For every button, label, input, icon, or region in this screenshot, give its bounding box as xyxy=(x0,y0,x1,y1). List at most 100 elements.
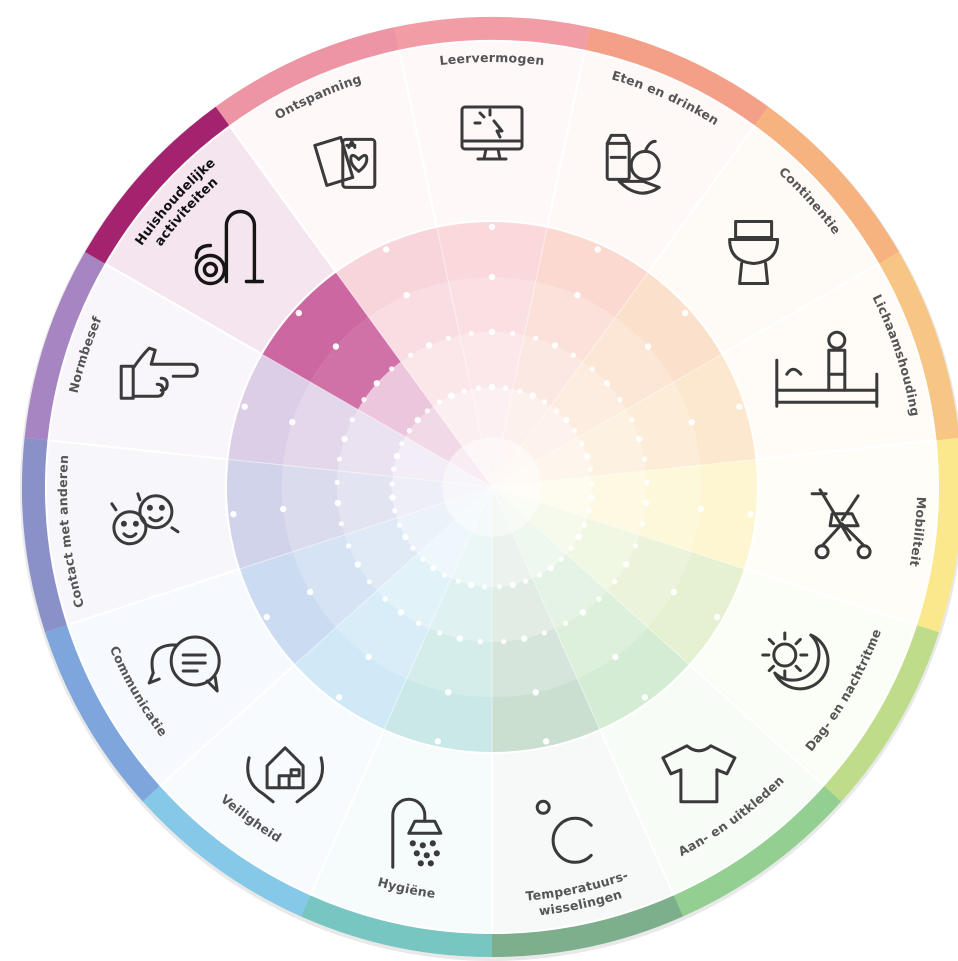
score-dot[interactable] xyxy=(280,505,287,513)
score-dot[interactable] xyxy=(410,545,416,551)
score-dot[interactable] xyxy=(575,533,582,541)
score-dot[interactable] xyxy=(425,342,433,349)
score-dot[interactable] xyxy=(336,456,343,462)
score-dot[interactable] xyxy=(468,330,474,336)
score-dot[interactable] xyxy=(488,328,496,336)
score-dot[interactable] xyxy=(541,399,548,405)
score-dot[interactable] xyxy=(383,246,390,253)
score-dot[interactable] xyxy=(488,223,496,231)
score-dot[interactable] xyxy=(572,428,578,434)
score-dot[interactable] xyxy=(414,416,421,424)
score-dot[interactable] xyxy=(382,596,388,602)
score-dot[interactable] xyxy=(399,441,405,447)
score-dot[interactable] xyxy=(636,435,643,443)
score-dot[interactable] xyxy=(604,380,611,387)
score-dot[interactable] xyxy=(612,653,619,661)
score-dot[interactable] xyxy=(629,417,635,423)
score-dot[interactable] xyxy=(594,246,601,253)
score-dot[interactable] xyxy=(533,335,539,341)
score-dot[interactable] xyxy=(397,609,405,616)
score-dot[interactable] xyxy=(558,556,564,562)
score-dot[interactable] xyxy=(523,578,529,584)
score-dot[interactable] xyxy=(581,522,588,528)
score-dot[interactable] xyxy=(670,588,678,596)
score-dot[interactable] xyxy=(688,418,695,426)
score-dot[interactable] xyxy=(476,385,482,391)
score-dot[interactable] xyxy=(415,620,422,627)
score-dot[interactable] xyxy=(623,561,630,568)
score-dot[interactable] xyxy=(477,639,483,645)
score-dot[interactable] xyxy=(529,392,536,399)
score-dot[interactable] xyxy=(570,352,577,358)
score-dot[interactable] xyxy=(589,481,595,487)
score-dot[interactable] xyxy=(532,689,539,696)
score-dot[interactable] xyxy=(230,511,237,518)
score-dot[interactable] xyxy=(579,609,587,616)
score-dot[interactable] xyxy=(510,330,516,336)
score-dot[interactable] xyxy=(496,584,503,590)
score-dot[interactable] xyxy=(640,521,646,527)
score-dot[interactable] xyxy=(563,416,570,424)
score-dot[interactable] xyxy=(346,543,352,549)
score-dot[interactable] xyxy=(391,466,397,472)
score-dot[interactable] xyxy=(455,578,461,584)
score-dot[interactable] xyxy=(632,543,639,549)
score-dot[interactable] xyxy=(393,452,401,460)
score-dot[interactable] xyxy=(334,500,341,507)
score-dot[interactable] xyxy=(334,479,340,486)
score-dot[interactable] xyxy=(542,738,550,745)
score-dot[interactable] xyxy=(587,466,594,472)
score-dot[interactable] xyxy=(583,452,591,460)
score-dot[interactable] xyxy=(547,564,554,572)
score-dot[interactable] xyxy=(241,403,248,410)
score-dot[interactable] xyxy=(420,556,426,562)
score-dot[interactable] xyxy=(468,581,475,588)
score-dot[interactable] xyxy=(562,620,569,627)
score-dot[interactable] xyxy=(517,388,523,394)
score-dot[interactable] xyxy=(338,521,344,527)
score-dot[interactable] xyxy=(586,508,592,514)
score-dot[interactable] xyxy=(354,561,361,568)
score-dot[interactable] xyxy=(389,366,395,372)
score-dot[interactable] xyxy=(332,343,340,350)
score-dot[interactable] xyxy=(502,385,508,391)
score-dot[interactable] xyxy=(747,511,754,518)
score-dot[interactable] xyxy=(389,481,395,487)
score-dot[interactable] xyxy=(481,584,488,590)
score-dot[interactable] xyxy=(579,441,585,447)
score-dot[interactable] xyxy=(396,522,403,528)
score-dot[interactable] xyxy=(392,508,398,514)
score-dot[interactable] xyxy=(641,456,648,462)
score-dot[interactable] xyxy=(574,292,581,299)
score-dot[interactable] xyxy=(644,479,650,486)
score-dot[interactable] xyxy=(445,335,451,341)
score-dot[interactable] xyxy=(488,273,496,281)
score-dot[interactable] xyxy=(263,613,270,621)
score-dot[interactable] xyxy=(402,533,409,541)
score-dot[interactable] xyxy=(612,579,618,585)
score-dot[interactable] xyxy=(306,588,314,596)
score-dot[interactable] xyxy=(461,388,467,394)
score-dot[interactable] xyxy=(445,689,452,696)
score-dot[interactable] xyxy=(643,500,650,507)
score-dot[interactable] xyxy=(289,418,296,426)
score-dot[interactable] xyxy=(434,738,442,745)
score-dot[interactable] xyxy=(436,399,443,405)
score-dot[interactable] xyxy=(437,630,443,636)
score-dot[interactable] xyxy=(406,428,412,434)
score-dot[interactable] xyxy=(554,408,560,414)
score-dot[interactable] xyxy=(365,653,372,661)
score-dot[interactable] xyxy=(501,639,507,645)
score-dot[interactable] xyxy=(551,342,559,349)
score-dot[interactable] xyxy=(541,630,547,636)
score-dot[interactable] xyxy=(389,494,396,501)
score-dot[interactable] xyxy=(430,564,437,572)
score-dot[interactable] xyxy=(456,635,463,642)
score-dot[interactable] xyxy=(521,635,528,642)
score-dot[interactable] xyxy=(714,613,721,621)
score-dot[interactable] xyxy=(588,494,595,501)
score-dot[interactable] xyxy=(644,343,652,350)
score-dot[interactable] xyxy=(366,579,372,585)
score-dot[interactable] xyxy=(424,408,430,414)
score-dot[interactable] xyxy=(617,397,623,403)
